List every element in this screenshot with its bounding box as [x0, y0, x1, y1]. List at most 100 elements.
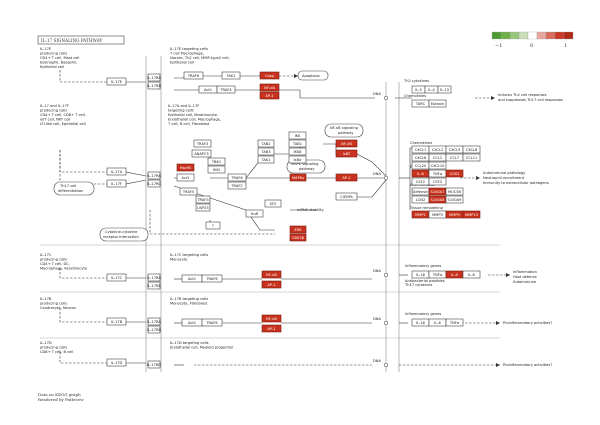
gene-node-tak1b[interactable]: TAK1 [257, 155, 275, 164]
gene-node-hsp90[interactable]: Hsp90 [176, 163, 195, 172]
gene-node-il17e[interactable]: IL-17E [106, 77, 127, 86]
gene-node-ap1a[interactable]: AP-1 [259, 91, 280, 100]
gene-node-tr4[interactable]: MMP13 [462, 210, 481, 219]
gene-node-il17ra[interactable]: IL-17RA [147, 171, 161, 180]
gene-node-label: TAB1 [292, 142, 302, 146]
gene-node-ikbb[interactable]: IKKβ [288, 147, 307, 156]
gene-node-ikbz[interactable]: IκBζ [335, 149, 358, 158]
gene-node-il17a[interactable]: IL-17A [106, 167, 127, 176]
gene-node-il17rbb2[interactable]: IL-17RB [147, 325, 161, 334]
gene-node-cy2[interactable]: TNFα [428, 169, 447, 178]
gene-node-ig2[interactable]: TNFα [428, 270, 447, 279]
gene-node-am1[interactable]: Defensin [411, 187, 430, 196]
gene-node-traf6d[interactable]: TRAF6 [201, 318, 223, 327]
gene-node-il17rb2[interactable]: IL-17RB [147, 81, 161, 90]
gene-node-tak1a[interactable]: TAK1 [221, 71, 241, 80]
gene-node-il17b[interactable]: IL-17B [106, 317, 127, 326]
gene-node-ig3[interactable]: IL-6 [445, 270, 464, 279]
gene-node-cy4[interactable]: CSF2 [411, 177, 430, 186]
gene-node-ig6[interactable]: IL-6 [428, 318, 447, 327]
gene-node-cy1[interactable]: IL-6 [411, 169, 430, 178]
gene-node-ikba[interactable]: IKK [288, 131, 307, 140]
gene-node-ig4[interactable]: IL-8 [462, 270, 481, 279]
gene-node-act1b[interactable]: Act1 [176, 173, 195, 182]
gene-node-am3[interactable]: MUC5B [445, 187, 464, 196]
gene-node-tab2[interactable]: TAB2 [257, 139, 275, 148]
gene-node-il17rec[interactable]: IL-17RA [147, 273, 161, 282]
gene-node-il17rbb[interactable]: IL-17RA [147, 317, 161, 326]
gene-node-ch3[interactable]: CXCL5 [445, 145, 464, 154]
gene-node-mapks[interactable]: MAPKs [289, 173, 307, 182]
title-box [37, 35, 125, 45]
gene-node-tarc[interactable]: TARC [411, 99, 430, 108]
gene-node-cy5[interactable]: CSF3 [428, 177, 447, 186]
gene-node-ikbc[interactable]: IκBα [288, 155, 307, 164]
gene-node-il17c[interactable]: IL-17C [106, 273, 127, 282]
gene-node-traf6c[interactable]: TRAF6 [201, 274, 223, 283]
gene-node-cy3[interactable]: COX2 [445, 169, 464, 178]
gene-node-tr1[interactable]: MMP1 [411, 210, 430, 219]
gene-node-ch6[interactable]: CCL2 [428, 153, 447, 162]
gene-node-am4[interactable]: LCN2 [411, 195, 430, 204]
gene-node-ch2[interactable]: CXCL2 [428, 145, 447, 154]
gene-node-ap1b[interactable]: AP-1 [335, 173, 358, 182]
gene-node-sf2[interactable]: SF2 [264, 199, 282, 208]
gene-node-anapc5[interactable]: ANAPC5 [191, 149, 212, 158]
gene-node-traf6b[interactable]: TRAF6 [227, 173, 247, 182]
gene-node-huR[interactable]: HuR [245, 209, 264, 218]
gene-node-casp[interactable]: Casp [259, 71, 280, 80]
gene-node-ch8[interactable]: CCL11 [462, 153, 481, 162]
gene-node-il13[interactable]: IL-13 [437, 85, 452, 94]
tgt-e-line: Nocyte, Th2 cell, MMP-type2 cell, [170, 56, 230, 60]
gene-node-erk[interactable]: ERK [289, 225, 307, 234]
gene-node-ch5[interactable]: CXCL6 [411, 153, 430, 162]
gene-node-il17rb1[interactable]: IL-17RA [147, 73, 161, 82]
gene-node-nfkbd[interactable]: NF-κB [261, 314, 282, 323]
gene-node-nemo[interactable]: TAB1 [288, 139, 307, 148]
gene-node-ap1c[interactable]: AP-1 [261, 280, 282, 289]
gene-node-il17rd[interactable]: IL-17RD [147, 360, 161, 369]
gene-node-am6[interactable]: S100A9 [445, 195, 464, 204]
gene-node-nfkbb[interactable]: NF-κB [335, 139, 358, 148]
gene-node-act1a[interactable]: Act1 [198, 85, 218, 94]
gene-node-nfkbc[interactable]: NF-κB [261, 270, 282, 279]
gene-node-am2[interactable]: S100A7 [428, 187, 447, 196]
gene-node-usp25[interactable]: USP25 [195, 203, 211, 212]
gene-node-ch1[interactable]: CXCL1 [411, 145, 430, 154]
gene-node-ig7[interactable]: TNFα [445, 318, 464, 327]
gene-node-il4[interactable]: IL-4 [424, 85, 439, 94]
gene-node-ch9[interactable]: CCL20 [411, 161, 430, 170]
gene-node-am5[interactable]: S100A8 [428, 195, 447, 204]
gene-node-act1d[interactable]: Act1 [181, 318, 203, 327]
gene-node-eotaxin[interactable]: Eotaxin [428, 99, 447, 108]
gene-node-il5[interactable]: IL-5 [411, 85, 426, 94]
gene-node-il17f[interactable]: IL-17F [106, 179, 127, 188]
gene-node-act1c[interactable]: Act1 [181, 274, 203, 283]
gene-node-traf3[interactable]: TRAF3 [193, 139, 212, 148]
gene-node-cebp[interactable]: C/EBPs [335, 192, 358, 201]
gene-node-ap1d[interactable]: AP-1 [261, 324, 282, 333]
gene-node-ch4[interactable]: CXCL8 [462, 145, 481, 154]
gene-node-tr2[interactable]: MMP3 [428, 210, 447, 219]
gene-node-ch10[interactable]: CXCL10 [428, 161, 447, 170]
gene-node-box [106, 167, 127, 176]
gene-node-il17rec2[interactable]: IL-17RE [147, 281, 162, 290]
gene-node-ikki[interactable]: IKKi [207, 165, 226, 174]
gene-node-ig5[interactable]: IL-1β [411, 318, 430, 327]
gene-node-traf3b[interactable]: TRAF3 [195, 195, 211, 204]
gene-node-il17d[interactable]: IL-17D [106, 358, 127, 367]
gene-node-il17rc[interactable]: IL-17RC [147, 179, 161, 188]
gene-node-ch7[interactable]: CCL7 [445, 153, 464, 162]
gene-node-gsk3b[interactable]: GSK3β [289, 233, 307, 242]
gene-node-traf2[interactable]: TRAF2 [227, 181, 247, 190]
gene-node-traf5[interactable]: TRAF5 [179, 187, 198, 196]
gene-node-nfkba[interactable]: NF-κB [259, 83, 280, 92]
gene-node-traf4[interactable]: TRAF4 [216, 85, 236, 94]
gene-node-box [428, 99, 447, 108]
gene-node-ig1[interactable]: IL-1β [411, 270, 430, 279]
gene-node-q[interactable]: ? [205, 221, 221, 230]
gene-node-traf6a[interactable]: TRAF6 [183, 71, 204, 80]
gene-node-tab3[interactable]: TAB3 [257, 147, 275, 156]
gene-node-tr3[interactable]: MMP9 [445, 210, 464, 219]
gene-node-tbk1[interactable]: TBK1 [207, 157, 226, 166]
